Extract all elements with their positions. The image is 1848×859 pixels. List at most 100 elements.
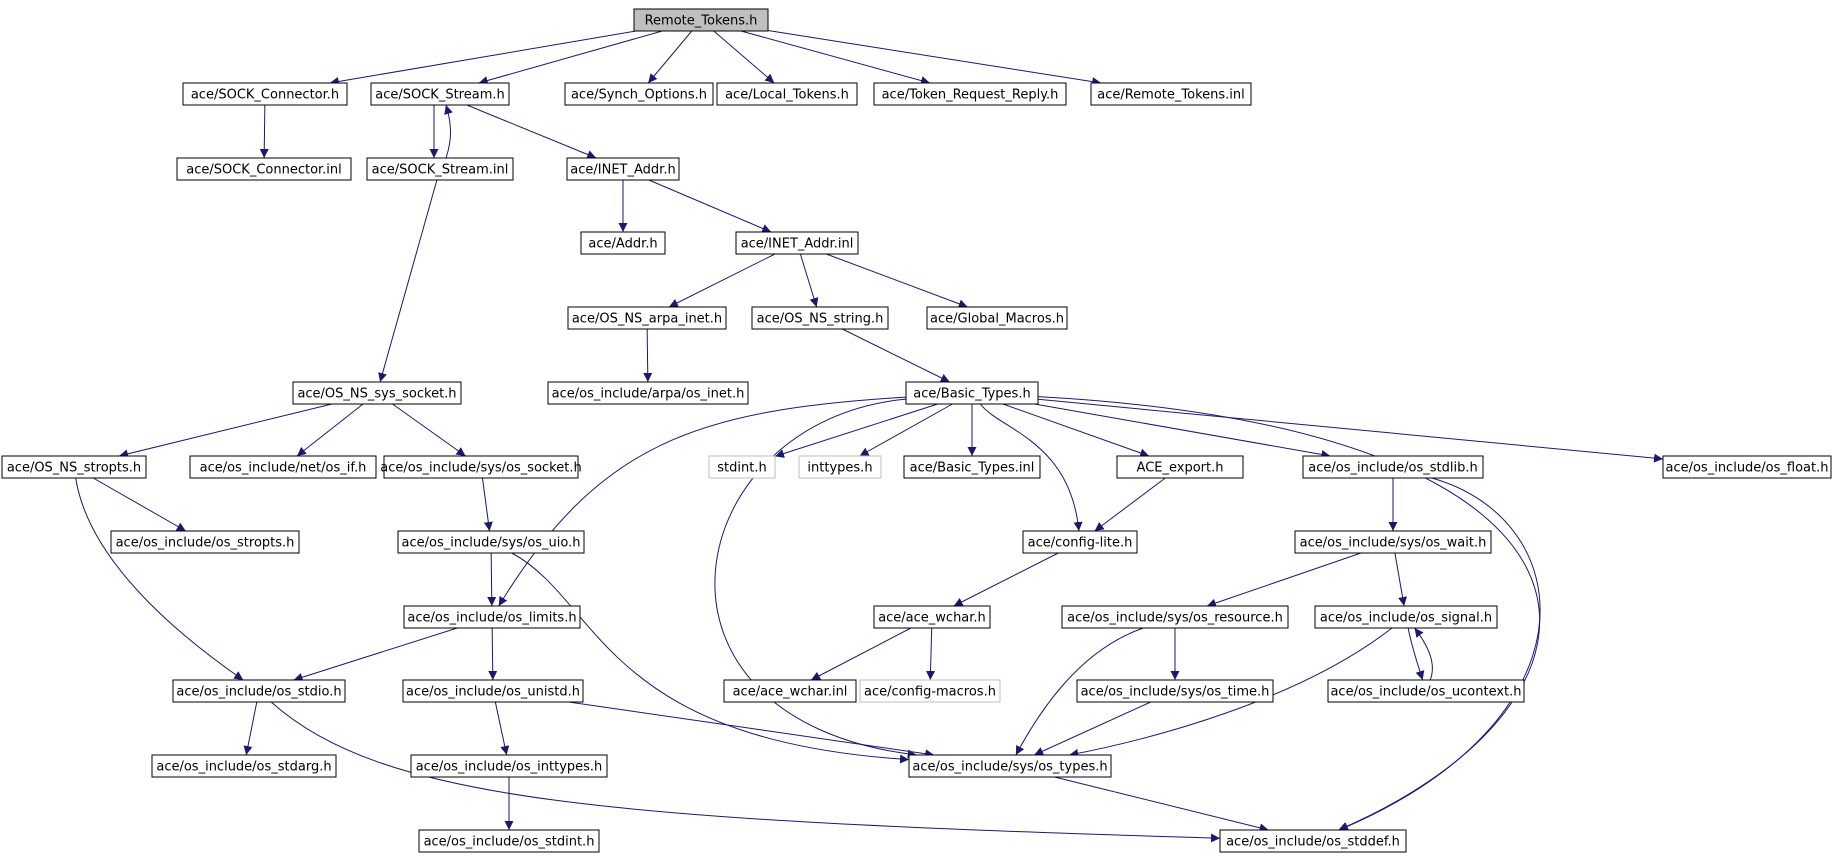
file-node-sock-stream-inl[interactable]: ace/SOCK_Stream.inl xyxy=(366,157,514,181)
file-node-basic-types-inl[interactable]: ace/Basic_Types.inl xyxy=(903,455,1041,479)
include-edge xyxy=(378,179,438,383)
include-edge xyxy=(643,328,653,383)
file-node-remote-tokens-inl[interactable]: ace/Remote_Tokens.inl xyxy=(1090,82,1252,106)
node-label: ace/SOCK_Stream.inl xyxy=(372,163,509,178)
file-node-os-include-sys-os-socket-h[interactable]: ace/os_include/sys/os_socket.h xyxy=(380,455,582,479)
node-box xyxy=(1327,679,1525,703)
include-edge xyxy=(478,30,663,85)
node-box xyxy=(402,679,584,703)
node-box xyxy=(1116,455,1244,479)
file-node-config-lite-h[interactable]: ace/config-lite.h xyxy=(1022,530,1138,554)
file-node-os-ns-string-h[interactable]: ace/OS_NS_string.h xyxy=(751,306,889,330)
file-node-os-include-os-stdint-h[interactable]: ace/os_include/os_stdint.h xyxy=(418,829,600,853)
include-edge xyxy=(1015,627,1144,756)
include-edge xyxy=(979,403,1083,532)
node-label: ace/Basic_Types.inl xyxy=(910,461,1035,476)
file-node-os-include-os-stdarg-h[interactable]: ace/os_include/os_stdarg.h xyxy=(151,754,337,778)
file-node-ace-wchar-inl[interactable]: ace/ace_wchar.inl xyxy=(723,679,857,703)
node-box xyxy=(418,829,600,853)
file-node-sock-connector-inl[interactable]: ace/SOCK_Connector.inl xyxy=(176,157,352,181)
file-node-os-include-os-inttypes-h[interactable]: ace/os_include/os_inttypes.h xyxy=(410,754,608,778)
file-node-os-include-arpa-os-inet-h[interactable]: ace/os_include/arpa/os_inet.h xyxy=(547,381,749,405)
node-label: ace/Addr.h xyxy=(588,237,657,252)
node-box xyxy=(633,8,769,32)
node-label: ace/os_include/sys/os_types.h xyxy=(912,760,1107,775)
file-node-os-include-os-stddef-h[interactable]: ace/os_include/os_stddef.h xyxy=(1219,829,1407,853)
file-node-os-include-sys-os-types-h[interactable]: ace/os_include/sys/os_types.h xyxy=(908,754,1112,778)
include-edge xyxy=(329,30,637,86)
node-label: ace/os_include/os_stddef.h xyxy=(1226,835,1400,850)
file-node-ace-export-h[interactable]: ACE_export.h xyxy=(1116,455,1244,479)
node-label: ace/os_include/os_signal.h xyxy=(1320,611,1492,626)
file-node-local-tokens-h[interactable]: ace/Local_Tokens.h xyxy=(716,82,858,106)
file-node-os-include-os-stropts-h[interactable]: ace/os_include/os_stropts.h xyxy=(110,530,300,554)
node-box xyxy=(908,754,1112,778)
file-node-os-include-sys-os-uio-h[interactable]: ace/os_include/sys/os_uio.h xyxy=(397,530,585,554)
file-node-os-include-sys-os-wait-h[interactable]: ace/os_include/sys/os_wait.h xyxy=(1294,530,1492,554)
include-edge xyxy=(1069,627,1393,758)
file-node-os-include-os-unistd-h[interactable]: ace/os_include/os_unistd.h xyxy=(402,679,584,703)
file-node-os-ns-sys-socket-h[interactable]: ace/OS_NS_sys_socket.h xyxy=(292,381,462,405)
include-edge xyxy=(259,104,269,159)
file-node-os-include-sys-os-resource-h[interactable]: ace/os_include/sys/os_resource.h xyxy=(1061,605,1289,629)
include-edge xyxy=(1002,403,1150,458)
include-edge xyxy=(568,701,935,759)
node-box xyxy=(1022,530,1138,554)
node-label: ace/OS_NS_string.h xyxy=(757,312,884,327)
file-node-os-ns-arpa-inet-h[interactable]: ace/OS_NS_arpa_inet.h xyxy=(567,306,727,330)
include-edge xyxy=(1054,776,1269,833)
node-box xyxy=(567,306,727,330)
file-node-os-include-os-signal-h[interactable]: ace/os_include/os_signal.h xyxy=(1314,605,1498,629)
node-label: ace/Local_Tokens.h xyxy=(725,88,849,103)
include-edge xyxy=(494,701,510,756)
node-box xyxy=(547,381,749,405)
file-node-inet-addr-h[interactable]: ace/INET_Addr.h xyxy=(566,157,680,181)
node-label: ace/config-lite.h xyxy=(1028,536,1133,551)
node-box xyxy=(151,754,337,778)
node-box xyxy=(110,530,300,554)
file-node-sock-stream-h[interactable]: ace/SOCK_Stream.h xyxy=(370,82,510,106)
file-nodes: Remote_Tokens.h ace/SOCK_Connector.h ace/S… xyxy=(1,8,1832,853)
file-node-os-include-os-float-h[interactable]: ace/os_include/os_float.h xyxy=(1662,455,1832,479)
file-node-token-request-reply-h[interactable]: ace/Token_Request_Reply.h xyxy=(873,82,1067,106)
file-node-os-include-sys-os-time-h[interactable]: ace/os_include/sys/os_time.h xyxy=(1076,679,1274,703)
node-box xyxy=(1061,605,1289,629)
node-label: ace/Basic_Types.h xyxy=(913,387,1030,402)
file-node-os-include-os-stdio-h[interactable]: ace/os_include/os_stdio.h xyxy=(172,679,346,703)
file-node-os-ns-stropts-h[interactable]: ace/OS_NS_stropts.h xyxy=(1,455,147,479)
node-label: ace/OS_NS_arpa_inet.h xyxy=(572,312,722,327)
file-node-remote-tokens-h[interactable]: Remote_Tokens.h xyxy=(633,8,769,32)
node-label: ace/os_include/os_stdio.h xyxy=(176,685,341,700)
file-node-synch-options-h[interactable]: ace/Synch_Options.h xyxy=(564,82,714,106)
include-edge xyxy=(1206,552,1362,608)
file-node-os-include-os-ucontext-h[interactable]: ace/os_include/os_ucontext.h xyxy=(1327,679,1525,703)
include-edge xyxy=(714,398,917,759)
include-edge xyxy=(92,477,187,532)
file-node-global-macros-h[interactable]: ace/Global_Macros.h xyxy=(926,306,1068,330)
include-edge xyxy=(774,403,938,458)
file-node-addr-h[interactable]: ace/Addr.h xyxy=(580,231,666,255)
file-node-ace-wchar-h[interactable]: ace/ace_wchar.h xyxy=(873,605,991,629)
dependency-edges xyxy=(75,30,1664,843)
node-label: Remote_Tokens.h xyxy=(645,14,758,29)
node-box xyxy=(1076,679,1274,703)
include-edge xyxy=(767,30,1102,87)
include-edge xyxy=(926,627,936,681)
node-box xyxy=(172,679,346,703)
node-box xyxy=(189,455,377,479)
include-edge xyxy=(740,30,931,85)
file-node-os-include-net-os-if-h[interactable]: ace/os_include/net/os_if.h xyxy=(189,455,377,479)
file-node-sock-connector-h[interactable]: ace/SOCK_Connector.h xyxy=(182,82,348,106)
file-node-basic-types-h[interactable]: ace/Basic_Types.h xyxy=(905,381,1039,405)
file-node-inet-addr-inl[interactable]: ace/INET_Addr.inl xyxy=(735,231,859,255)
node-box xyxy=(1302,455,1484,479)
file-node-os-include-os-stdlib-h[interactable]: ace/os_include/os_stdlib.h xyxy=(1302,455,1484,479)
node-label: stdint.h xyxy=(717,461,766,476)
include-edge xyxy=(118,403,333,459)
file-node-os-include-os-limits-h[interactable]: ace/os_include/os_limits.h xyxy=(403,605,581,629)
include-edge xyxy=(293,627,458,682)
node-box xyxy=(751,306,889,330)
node-label: ace/os_include/sys/os_wait.h xyxy=(1300,536,1487,551)
include-edge xyxy=(481,477,493,532)
node-box xyxy=(1,455,147,479)
